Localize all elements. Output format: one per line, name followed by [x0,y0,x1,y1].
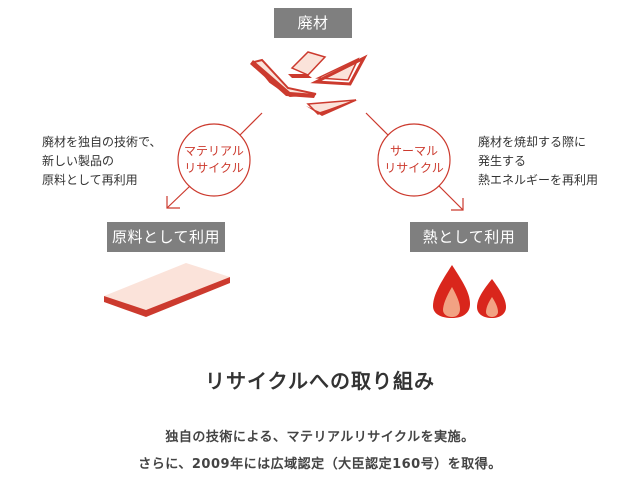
material-note-line: 原料として再利用 [42,173,138,187]
material-note-line: 新しい製品の [42,154,115,168]
material-note: 廃材を独自の技術で、 新しい製品の 原料として再利用 [42,133,162,190]
arrow-down-right-icon [451,198,464,211]
thermal-note-line: 廃材を焼却する際に [478,135,587,149]
material-label-line1: マテリアル [184,144,244,158]
thermal-label-line2: リサイクル [384,161,444,175]
section-heading: リサイクルへの取り組み [205,369,435,393]
tag-waste: 廃材 [274,8,352,38]
material-note-line: 廃材を独自の技術で、 [42,135,162,149]
material-label-line2: リサイクル [184,161,244,175]
thermal-note-line: 発生する [478,154,527,168]
board-icon [104,263,230,317]
waste-pieces-icon [250,51,368,116]
thermal-note: 廃材を焼却する際に 発生する 熱エネルギーを再利用 [478,133,598,190]
thermal-note-line: 熱エネルギーを再利用 [478,173,599,187]
material-recycle-label: マテリアル リサイクル [174,143,254,177]
description-line: 独自の技術による、マテリアルリサイクルを実施。 [165,430,475,445]
tag-use-as-material: 原料として利用 [107,222,225,252]
material-recycle-branch [166,112,263,209]
thermal-label-line1: サーマル [389,144,438,158]
flame-icon [433,265,506,318]
thermal-recycle-branch [365,112,464,211]
arrow-down-left-icon [166,196,180,209]
thermal-recycle-label: サーマル リサイクル [374,143,454,177]
tag-use-as-heat: 熱として利用 [410,222,528,252]
description-line: さらに、2009年には広域認定（大臣認定160号）を取得。 [138,457,502,472]
